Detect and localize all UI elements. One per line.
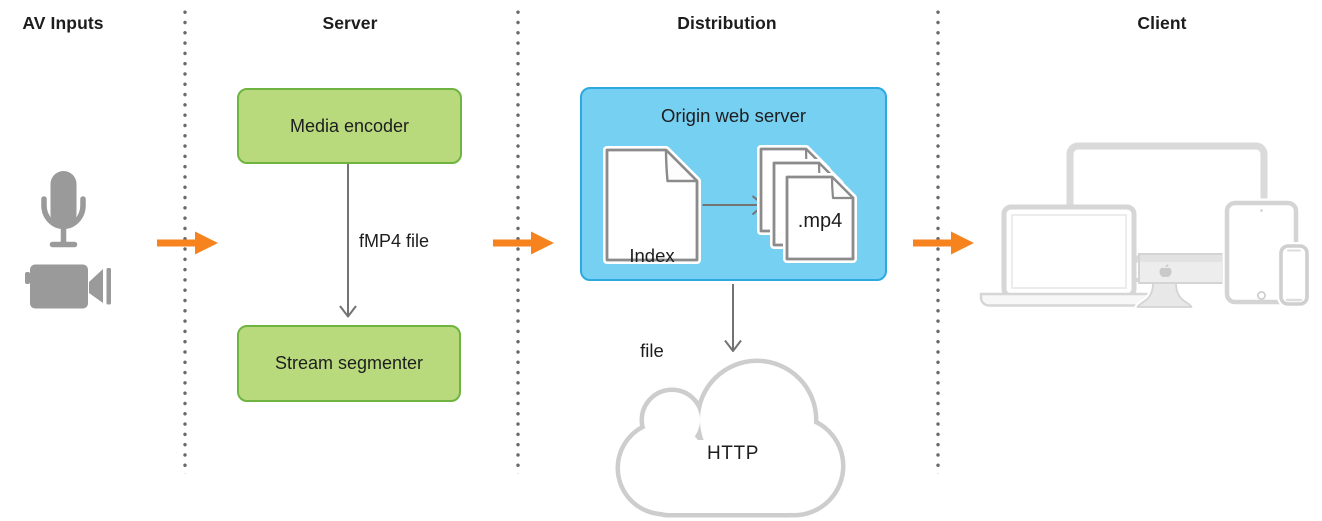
flow-arrow-inputs-to-server (157, 231, 218, 255)
index-file-label-line2: file (640, 339, 664, 361)
flow-arrow-distribution-to-client (913, 231, 974, 255)
origin-web-server-label: Origin web server (661, 105, 806, 126)
column-header-client: Client (1137, 13, 1187, 33)
flow-arrow-server-to-distribution (493, 231, 554, 255)
media-encoder-box: Media encoder (237, 88, 462, 164)
video-camera-icon (25, 264, 111, 309)
column-header-distribution: Distribution (677, 13, 777, 33)
column-separator (516, 10, 520, 474)
iphone-icon (1277, 242, 1311, 308)
index-file-label-line1: Index (629, 245, 675, 266)
stream-segmenter-box: Stream segmenter (237, 325, 461, 402)
column-header-av-inputs: AV Inputs (22, 13, 104, 33)
index-file-label: Index file (604, 177, 700, 429)
connector-arrow-origin-to-http (724, 284, 742, 352)
column-separator (183, 10, 187, 474)
stream-segmenter-label: Stream segmenter (274, 353, 424, 373)
client-devices (979, 142, 1311, 310)
microphone-icon (41, 171, 86, 248)
tv-icon (1066, 142, 1268, 263)
fmp4-file-label: fMP4 file (359, 231, 430, 251)
ipad-icon (1222, 198, 1301, 307)
column-separator (936, 10, 940, 474)
imac-display (1132, 193, 1231, 282)
laptop-icon (979, 204, 1157, 307)
media-encoder-label: Media encoder (289, 115, 410, 136)
apple-logo-icon (1159, 264, 1172, 277)
imac-icon (1134, 253, 1224, 310)
http-cloud-label: HTTP (706, 443, 759, 464)
mp4-file-label: .mp4 (797, 210, 843, 232)
column-header-server: Server (322, 13, 378, 33)
connector-arrow-encoder-to-segmenter (339, 164, 357, 318)
